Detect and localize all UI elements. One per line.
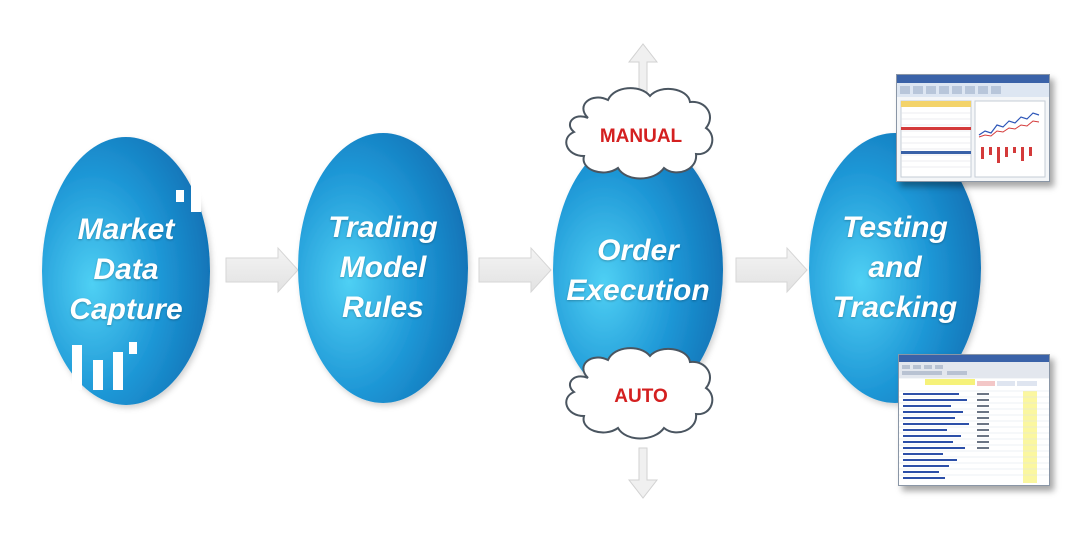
- stage-line: Execution: [566, 274, 710, 307]
- stage-label-testing-tracking: Testing and Tracking: [815, 203, 975, 333]
- down-arrow: [627, 447, 659, 499]
- manual-cloud: [565, 87, 714, 180]
- stage-line: Trading: [328, 211, 438, 244]
- stage-line: Model: [339, 251, 427, 284]
- ellipse-testing-tracking: [809, 133, 981, 403]
- spreadsheet-chart-thumbnail: [896, 74, 1050, 182]
- up-arrow: [627, 43, 659, 95]
- spreadsheet-table-thumbnail: [898, 354, 1050, 486]
- stage-line: Testing: [842, 211, 948, 244]
- stage-line: Data: [93, 253, 159, 286]
- table-screenshot-graphic: [899, 355, 1049, 485]
- ellipse-market-data: [42, 137, 210, 405]
- stage-line: Market: [77, 213, 175, 246]
- ellipse-trading-model: [298, 133, 468, 403]
- auto-label: AUTO: [614, 386, 668, 407]
- manual-label: MANUAL: [599, 126, 683, 147]
- flow-arrow-2: [478, 246, 552, 294]
- bar-chart-icon: [72, 172, 201, 390]
- chart-screenshot-graphic: [897, 75, 1049, 178]
- stage-label-market-data: Market Data Capture: [46, 205, 206, 335]
- stage-line: Rules: [342, 291, 424, 324]
- stage-label-order-execution: Order Execution: [558, 228, 718, 314]
- flow-arrow-1: [225, 246, 299, 294]
- stage-label-trading-model: Trading Model Rules: [303, 203, 463, 333]
- stage-line: Tracking: [832, 291, 958, 324]
- flow-arrow-3: [735, 246, 808, 294]
- auto-cloud: [565, 347, 714, 440]
- stage-line: Order: [597, 234, 679, 267]
- stage-line: Capture: [69, 293, 183, 326]
- stage-line: and: [868, 251, 922, 284]
- ellipse-order-execution: [553, 136, 723, 404]
